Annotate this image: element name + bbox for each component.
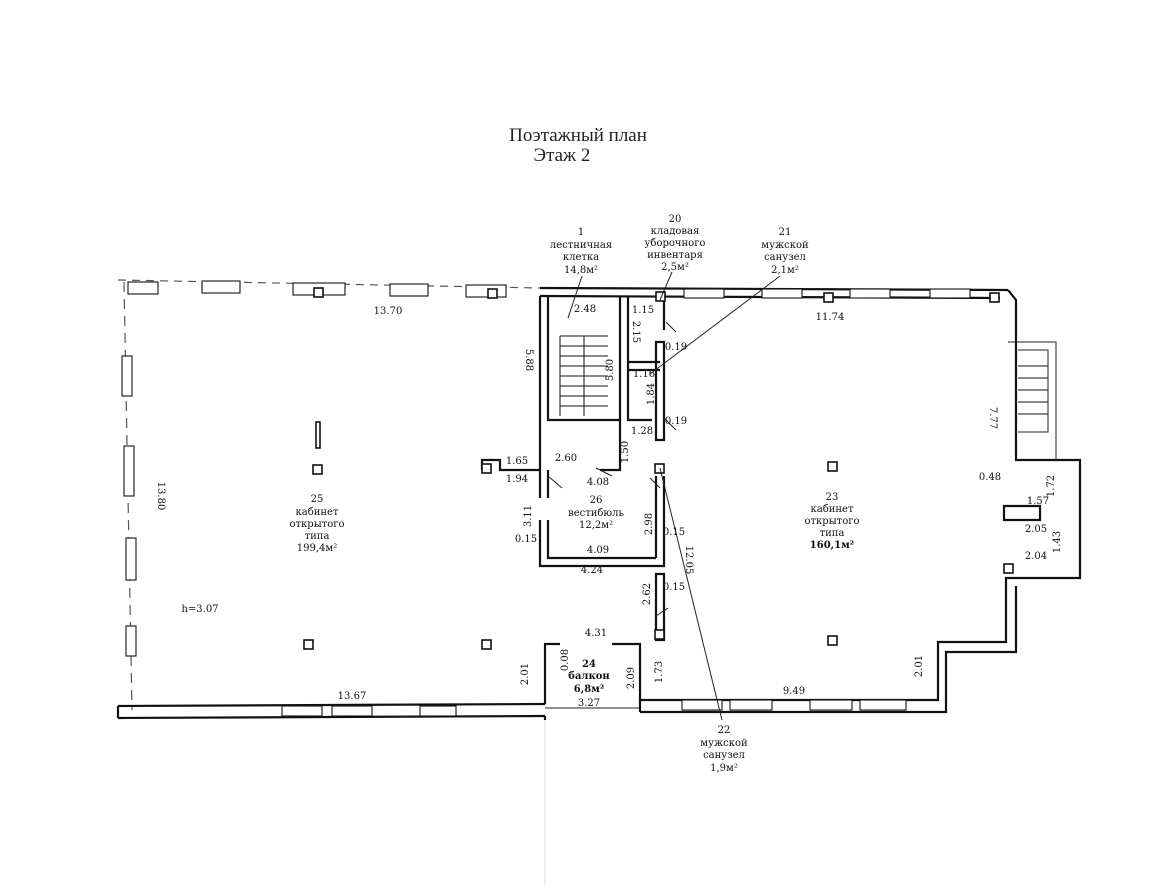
dim-11-74: 11.74 — [816, 312, 845, 323]
dim-13-70: 13.70 — [374, 306, 403, 317]
dim-1-73: 1.73 — [654, 661, 665, 683]
dim-9-49: 9.49 — [783, 686, 805, 697]
svg-text:кабинет: кабинет — [295, 507, 338, 518]
dim-3-27: 3.27 — [578, 698, 600, 709]
dim-0-15-left: 0.15 — [515, 534, 537, 545]
dim-5-88: 5.88 — [523, 349, 534, 371]
dim-1-43: 1.43 — [1052, 531, 1063, 553]
outer-walls — [116, 279, 1082, 720]
svg-text:кладовая: кладовая — [651, 226, 700, 237]
svg-text:балкон: балкон — [568, 671, 609, 682]
dim-1-72: 1.72 — [1046, 475, 1057, 497]
room-26-label: 26 вестибюль 12,2м² — [568, 495, 624, 531]
dim-3-11: 3.11 — [523, 505, 534, 527]
leader-lines — [567, 271, 781, 721]
dim-2-09: 2.09 — [626, 667, 637, 689]
svg-text:6,8м²: 6,8м² — [574, 684, 604, 695]
dim-2-60: 2.60 — [555, 453, 577, 464]
dim-2-01-left: 2.01 — [520, 663, 531, 685]
svg-text:23: 23 — [826, 492, 839, 503]
svg-text:160,1м²: 160,1м² — [810, 540, 854, 551]
svg-text:20: 20 — [669, 214, 682, 225]
svg-text:199,4м²: 199,4м² — [297, 543, 337, 554]
dim-0-15-bottom: 0.15 — [663, 582, 685, 593]
room-23-label: 23 кабинет открытого типа 160,1м² — [805, 492, 860, 551]
svg-text:вестибюль: вестибюль — [568, 508, 624, 519]
dim-1-84: 1.84 — [646, 383, 657, 405]
dim-ceiling-height: h=3.07 — [181, 604, 218, 615]
svg-text:открытого: открытого — [290, 519, 345, 530]
svg-text:1: 1 — [578, 227, 584, 238]
svg-text:2,5м²: 2,5м² — [661, 262, 689, 273]
svg-text:кабинет: кабинет — [810, 504, 853, 515]
svg-text:клетка: клетка — [563, 252, 599, 263]
dim-1-57: 1.57 — [1027, 496, 1049, 507]
svg-text:открытого: открытого — [805, 516, 860, 527]
room-21-label: 21 мужской санузел 2,1м² — [761, 227, 809, 276]
dim-13-67: 13.67 — [338, 691, 367, 702]
room-24-label: 24 балкон 6,8м² — [568, 659, 609, 695]
columns — [303, 287, 1014, 650]
dim-4-09: 4.09 — [587, 545, 609, 556]
svg-text:14,8м²: 14,8м² — [564, 265, 598, 276]
svg-text:лестничная: лестничная — [550, 240, 612, 251]
dim-1-15: 1.15 — [632, 305, 654, 316]
room-20-label: 20 кладовая уборочного инвентаря 2,5м² — [645, 214, 706, 273]
svg-text:2,1м²: 2,1м² — [771, 265, 799, 276]
svg-text:мужской: мужской — [761, 240, 809, 251]
svg-text:санузел: санузел — [764, 252, 806, 263]
interior-walls — [480, 294, 1048, 642]
dim-5-80: 5.80 — [605, 359, 616, 381]
svg-text:21: 21 — [779, 227, 792, 238]
dim-1-50: 1.50 — [620, 441, 631, 463]
svg-text:22: 22 — [718, 725, 731, 736]
dim-2-98: 2.98 — [644, 513, 655, 535]
dim-1-65: 1.65 — [506, 456, 528, 467]
svg-text:1,9м²: 1,9м² — [710, 763, 738, 774]
dim-7-77: 7.77 — [987, 407, 998, 429]
svg-text:инвентаря: инвентаря — [647, 250, 703, 261]
dim-13-80: 13.80 — [155, 482, 166, 511]
svg-text:уборочного: уборочного — [645, 238, 706, 249]
dim-12-05: 12.05 — [683, 546, 694, 575]
dim-0-15-mid: 0.15 — [663, 527, 685, 538]
dim-0-08: 0.08 — [560, 649, 571, 671]
dim-0-19-top: 0.19 — [665, 342, 687, 353]
svg-text:24: 24 — [582, 659, 596, 670]
dim-0-19-bottom: 0.19 — [665, 416, 687, 427]
dim-4-08: 4.08 — [587, 477, 609, 488]
dim-2-62: 2.62 — [642, 583, 653, 605]
dim-2-48: 2.48 — [574, 304, 596, 315]
room-1-label: 1 лестничная клетка 14,8м² — [550, 227, 612, 276]
plan-title: Поэтажный план — [509, 125, 647, 146]
svg-text:мужской: мужской — [700, 738, 748, 749]
svg-text:26: 26 — [590, 495, 603, 506]
dim-4-31: 4.31 — [585, 628, 607, 639]
dimension-labels: 13.70 13.80 13.67 h=3.07 5.88 2.48 5.80 … — [155, 304, 1063, 709]
plan-subtitle: Этаж 2 — [534, 145, 591, 166]
room-22-label: 22 мужской санузел 1,9м² — [700, 725, 748, 774]
svg-text:12,2м²: 12,2м² — [579, 520, 613, 531]
dim-1-16: 1.16 — [633, 369, 655, 380]
svg-text:25: 25 — [311, 494, 324, 505]
room-25-label: 25 кабинет открытого типа 199,4м² — [290, 494, 345, 554]
dim-2-01-right: 2.01 — [914, 655, 925, 677]
dim-4-24: 4.24 — [581, 565, 603, 576]
dim-2-04: 2.04 — [1025, 551, 1047, 562]
dim-1-94: 1.94 — [506, 474, 528, 485]
dim-2-05: 2.05 — [1025, 524, 1047, 535]
svg-text:типа: типа — [820, 528, 845, 539]
svg-text:типа: типа — [305, 531, 330, 542]
dim-0-48: 0.48 — [979, 472, 1001, 483]
svg-text:санузел: санузел — [703, 750, 745, 761]
dim-2-15: 2.15 — [630, 321, 641, 343]
windows — [121, 280, 971, 717]
dim-1-28: 1.28 — [631, 426, 653, 437]
